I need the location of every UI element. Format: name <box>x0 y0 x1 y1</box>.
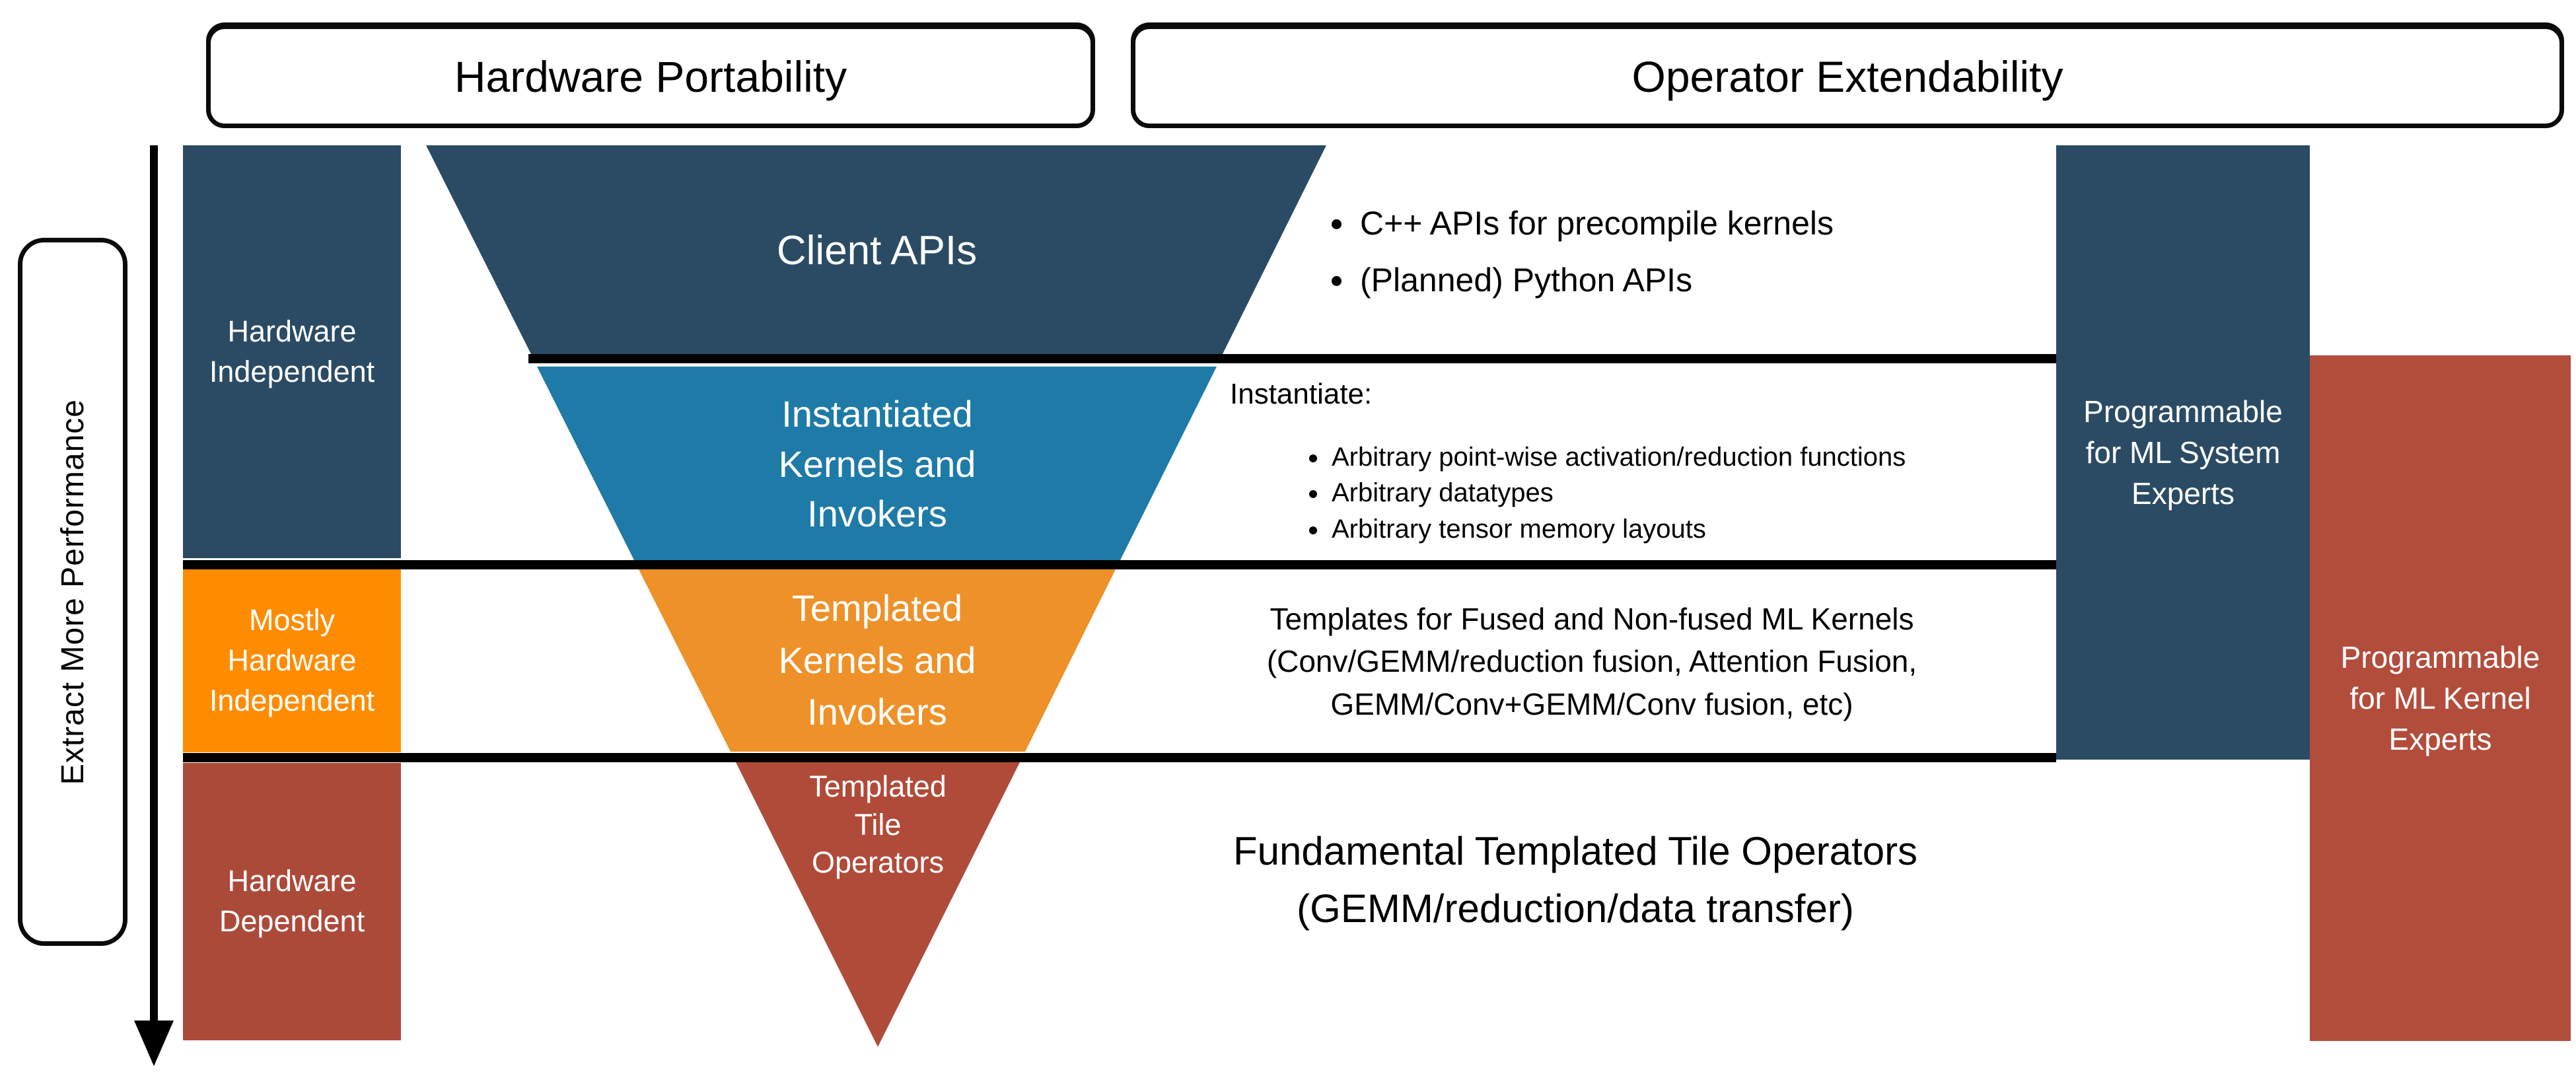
separator-line-2 <box>183 560 2056 569</box>
templates-description: Templates for Fused and Non-fused ML Ker… <box>1266 602 1917 721</box>
funnel-level1-shape <box>426 145 1326 357</box>
mostly-hardware-independent-label: Mostly Hardware Independent <box>209 603 375 717</box>
mostly-hardware-independent-box: Mostly Hardware Independent <box>183 569 401 752</box>
funnel-level2-label: Instantiated Kernels and Invokers <box>635 368 1120 560</box>
separator-line-1 <box>528 354 2056 363</box>
instantiated-kernels-label: Instantiated Kernels and Invokers <box>778 393 976 535</box>
hardware-portability-header: Hardware Portability <box>206 24 1095 128</box>
funnel-level4-shape <box>735 761 1020 1047</box>
hardware-independent-label: Hardware Independent <box>209 314 375 388</box>
hardware-independent-box: Hardware Independent <box>183 145 401 558</box>
funnel-level3-label: Templated Kernels and Invokers <box>639 569 1116 752</box>
templated-tile-operators-label: Templated Tile Operators <box>809 770 947 880</box>
bullet-item: C++ APIs for precompile kernels <box>1356 195 2096 252</box>
funnel-level1-label: Client APIs <box>532 147 1221 354</box>
hardware-dependent-label: Hardware Dependent <box>219 864 365 938</box>
programmable-ml-system-box: Programmable for ML System Experts <box>2056 145 2310 760</box>
bullet-item: Arbitrary tensor memory layouts <box>1329 511 2095 547</box>
client-apis-label: Client APIs <box>776 227 978 273</box>
performance-arrow-head-icon <box>134 1021 174 1066</box>
programmable-ml-system-label: Programmable for ML System Experts <box>2083 394 2283 511</box>
hardware-dependent-box: Hardware Dependent <box>183 763 401 1040</box>
fundamental-operators-description: Fundamental Templated Tile Operators (GE… <box>1233 829 1918 931</box>
funnel-level4-label: Templated Tile Operators <box>735 761 1020 913</box>
bullet-item: Arbitrary datatypes <box>1329 475 2095 511</box>
bullet-item: (Planned) Python APIs <box>1356 252 2096 308</box>
bullet-item: Arbitrary point-wise activation/reductio… <box>1329 439 2095 475</box>
hardware-portability-label: Hardware Portability <box>454 52 847 101</box>
client-api-bullet-list: C++ APIs for precompile kernels (Planned… <box>1318 195 2096 308</box>
funnel-level2-shape <box>537 367 1217 561</box>
instantiate-heading: Instantiate: <box>1230 378 1373 410</box>
operator-extendability-label: Operator Extendability <box>1631 52 2063 101</box>
templated-kernels-label: Templated Kernels and Invokers <box>778 587 976 733</box>
programmable-ml-kernel-label: Programmable for ML Kernel Experts <box>2340 639 2540 757</box>
funnel-level3-shape <box>639 569 1116 752</box>
operator-extendability-header: Operator Extendability <box>1131 24 2564 128</box>
separator-line-3 <box>183 753 2056 762</box>
instantiate-bullet-list: Arbitrary point-wise activation/reductio… <box>1295 439 2095 547</box>
extract-more-performance-box: Extract More Performance <box>18 238 127 946</box>
programmable-ml-kernel-box: Programmable for ML Kernel Experts <box>2310 355 2571 1041</box>
